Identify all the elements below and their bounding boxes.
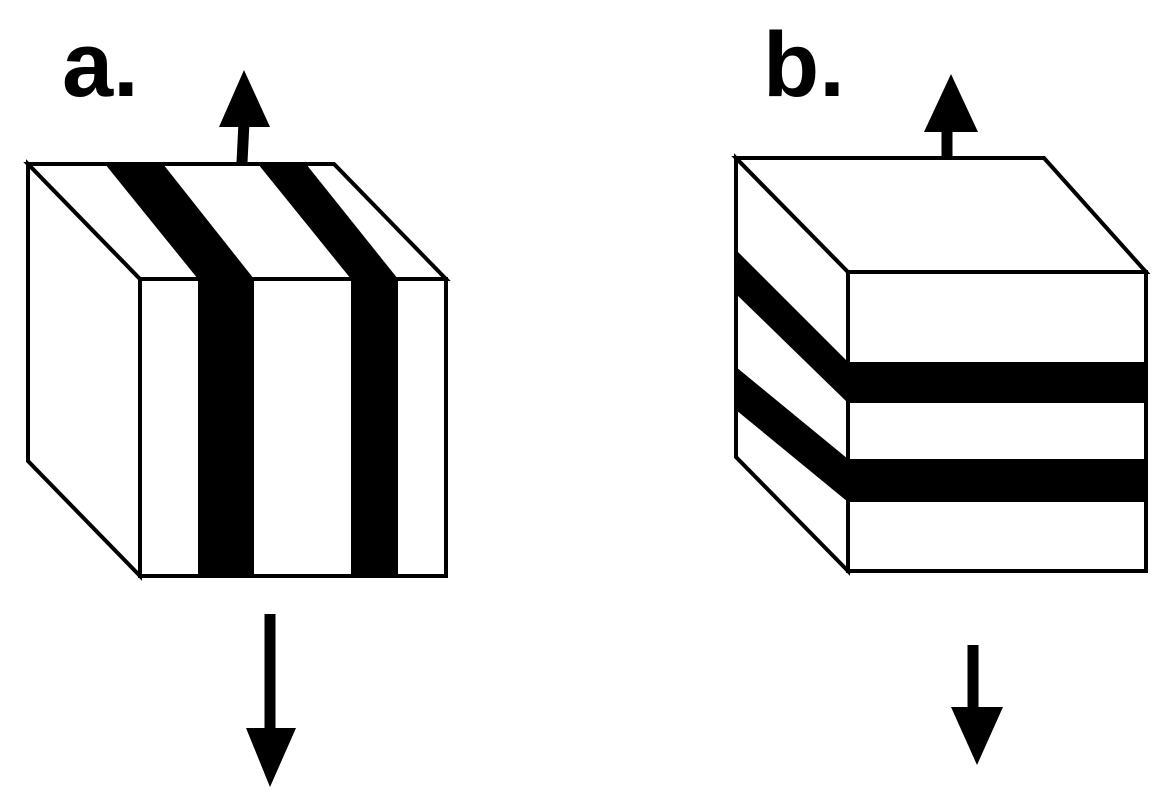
panel-b-front-face: [846, 270, 1148, 573]
panel-a-stripe-top-1: [105, 164, 254, 279]
panel-b-stripe-front-1: [848, 362, 1146, 403]
panel-a-label: a.: [62, 14, 139, 116]
panel-b-label: b.: [763, 14, 845, 116]
panel-a-front-face: [138, 277, 448, 578]
panel-a: a.: [23, 14, 451, 787]
panel-b-down-arrow: [951, 645, 1003, 765]
panel-b-stripe-side-2: [736, 367, 848, 502]
panel-b-stripe-front-2: [848, 459, 1144, 502]
panel-b: b.: [731, 14, 1151, 765]
panel-a-stripe-front-1: [198, 279, 254, 576]
panel-b-stripe-side-1: [736, 250, 848, 403]
panel-a-stripe-front-2: [351, 279, 398, 576]
panel-a-down-arrow: [246, 614, 296, 787]
panel-a-stripe-top-2: [258, 164, 398, 279]
